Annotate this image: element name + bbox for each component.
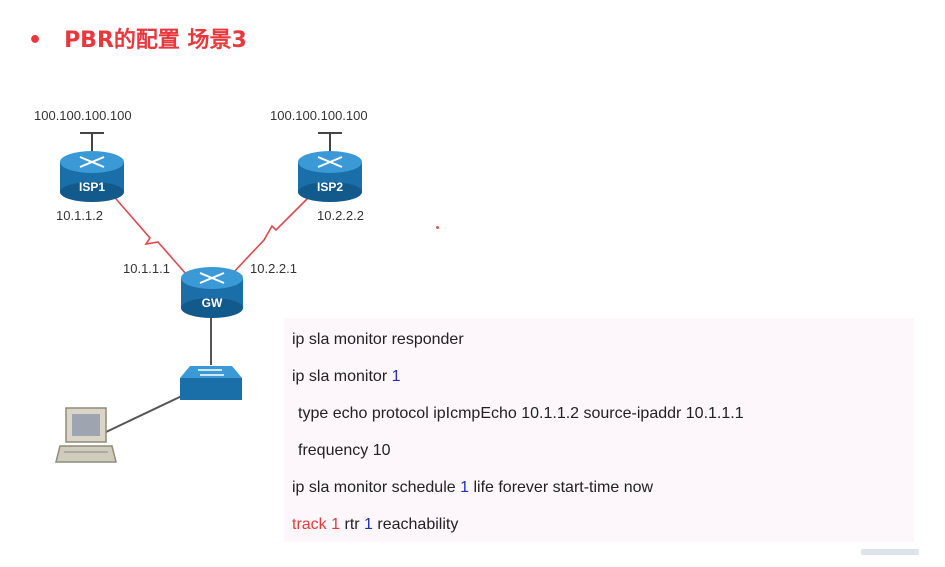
gw-ip-to-isp1: 10.1.1.1: [123, 261, 170, 276]
isp1-label: ISP1: [78, 180, 105, 194]
config-line-6-mid: rtr: [344, 516, 360, 533]
config-line-4: frequency 10: [298, 442, 391, 460]
config-line-2-cmd: ip sla monitor: [292, 368, 388, 385]
slide-title: • PBR的配置 场景3: [28, 22, 247, 54]
gw-label: GW: [201, 296, 223, 310]
gw-ip-to-isp2: 10.2.2.1: [250, 261, 297, 276]
serial-link-isp2-gw: [231, 195, 311, 275]
isp1-router-icon: [60, 151, 124, 202]
isp2-internet-ip: 100.100.100.100: [270, 108, 368, 123]
config-line-1: ip sla monitor responder: [292, 331, 464, 349]
config-block: ip sla monitor responder ip sla monitor …: [284, 318, 914, 542]
title-text: PBR的配置 场景3: [64, 28, 247, 53]
config-line-5: ip sla monitor schedule 1 life forever s…: [292, 479, 653, 497]
isp2-router-icon: [298, 151, 362, 202]
stray-dot: [436, 226, 439, 229]
title-bullet: •: [28, 28, 43, 53]
config-line-6-id: 1: [331, 516, 341, 533]
config-line-2: ip sla monitor 1: [292, 368, 401, 386]
watermark-logo: [861, 549, 919, 555]
switch-icon: [180, 366, 242, 400]
config-line-5-cmd: ip sla monitor schedule: [292, 479, 456, 496]
config-line-1-text: ip sla monitor responder: [292, 331, 464, 348]
config-line-5-id: 1: [460, 479, 469, 496]
ethernet-link-switch-pc: [105, 393, 187, 433]
config-line-6: track 1 rtr 1 reachability: [292, 516, 458, 534]
pc-icon: [55, 407, 117, 463]
serial-link-isp1-gw: [109, 191, 187, 275]
config-line-2-id: 1: [391, 368, 401, 385]
isp2-label: ISP2: [316, 180, 343, 194]
config-line-4-text: frequency 10: [298, 442, 391, 459]
config-line-5-rest: life forever start-time now: [473, 479, 654, 496]
config-line-6-rest: reachability: [377, 516, 459, 533]
isp2-internet-stub: [318, 132, 342, 152]
config-line-6-id2: 1: [364, 516, 373, 533]
config-line-3: type echo protocol ipIcmpEcho 10.1.1.2 s…: [298, 405, 744, 423]
config-line-3-text: type echo protocol ipIcmpEcho 10.1.1.2 s…: [298, 405, 744, 422]
gw-router-icon: [181, 267, 243, 318]
config-line-6-keyword: track: [292, 516, 327, 533]
isp1-link-ip: 10.1.1.2: [56, 208, 103, 223]
isp1-internet-stub: [80, 132, 104, 152]
isp2-link-ip: 10.2.2.2: [317, 208, 364, 223]
isp1-internet-ip: 100.100.100.100: [34, 108, 132, 123]
